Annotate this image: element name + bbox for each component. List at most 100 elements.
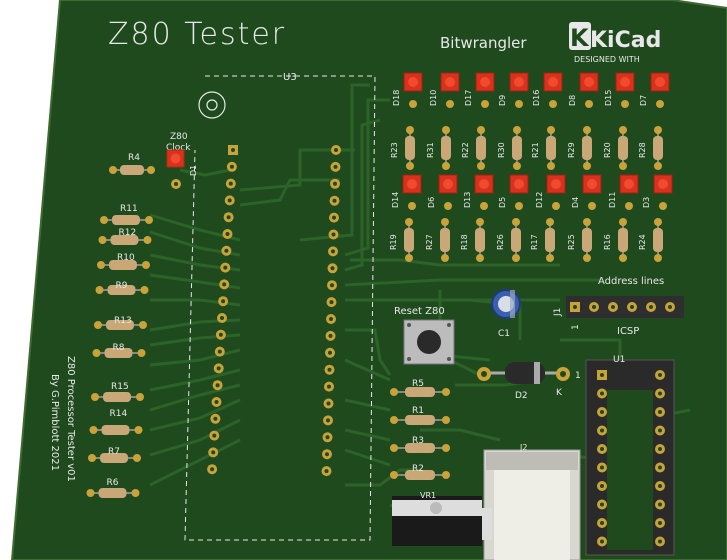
icsp-pin [665,302,675,312]
resistor [582,218,592,262]
resistor-left [95,285,149,295]
led [546,174,566,210]
led [475,72,495,108]
led [474,174,494,210]
icsp-pin [646,302,656,312]
resistor [546,126,556,170]
u3-pad-right [331,145,341,155]
led-label: D16 [532,90,541,106]
u3-pad-left [208,447,219,458]
u1-pin [597,536,607,547]
u3-pad-right [329,212,339,223]
d2-k-label: K [556,388,563,398]
author-tag: Bitwrangler [440,34,527,52]
diode-d2 [477,362,570,384]
u3-pad-left [209,430,220,441]
resistor-left-label: R12 [119,228,137,238]
led [579,72,599,108]
j2-label: J2 [519,443,527,452]
u3-pad-right [327,263,338,274]
led [509,174,529,210]
u1-pin [655,388,665,399]
led-label: D7 [639,95,648,106]
kicad-logo-subtext: DESIGNED WITH [574,55,640,64]
resistor-left-label: R9 [116,281,128,291]
resistor-left-label: R15 [111,382,129,392]
resistor-left [88,453,141,463]
resistor [511,218,521,262]
led-label: D18 [392,90,401,106]
u3-pin1-marker [198,91,226,119]
led-label: D13 [463,192,472,208]
svg-text:K: K [570,24,590,52]
u3-pad-left [221,245,232,256]
led-label: D8 [568,95,577,106]
u3-pad-left [215,329,226,340]
led [402,174,422,210]
led [615,72,635,108]
resistor-mid [390,415,450,425]
u3-pad-left [210,413,221,424]
resistor-label: R27 [425,234,434,250]
icsp-pin [608,302,618,312]
u1-label: U1 [613,355,625,365]
u3-pad-right [328,229,339,240]
z80-clock-label-line1: Z80 [170,132,188,142]
u3-pad-right [325,330,336,341]
resistor-label: R17 [530,234,539,250]
clock-led [166,149,185,189]
icsp-pin [627,302,637,312]
resistor-mid-label: R1 [412,406,424,416]
u3-pad-left [226,161,237,172]
u1-pin [655,518,665,528]
u3-pad-right [329,195,340,206]
u3-outline [184,75,376,541]
u3-pad-left [228,145,238,155]
resistor-left-label: R7 [108,447,120,457]
u3-pad-right [324,364,335,375]
u1-pin [655,444,665,454]
u3-label: U3 [283,72,297,83]
led [509,72,529,108]
resistor-label: R23 [390,142,399,158]
address-lines-label: Address lines [598,276,664,287]
led [650,72,670,108]
led-label: D6 [427,197,436,208]
board-title: Z80 Tester [108,17,286,52]
resistor-mid-label: R3 [412,436,424,446]
u1-pin [597,481,607,491]
u3-pad-left [218,296,229,307]
reset-button [403,319,455,365]
led-label: D11 [608,192,617,208]
j1-label: J1 [553,308,563,317]
resistor [582,126,592,170]
u3-pad-right [330,178,340,189]
resistor-mid-label: R2 [412,464,424,474]
resistor [441,126,451,170]
resistor-left-label: R6 [107,478,119,488]
u1-pin [597,407,607,417]
u1-pin [655,407,665,417]
u3-pad-right [326,314,336,324]
resistor-mid-label: R5 [412,379,424,389]
icsp-pin1-label: 1 [571,324,581,330]
resistor-left [91,392,144,402]
resistor-mid [390,470,450,480]
resistor [618,218,628,262]
u1-pin [597,518,607,528]
resistor-left-label: R13 [114,316,132,326]
resistor-left [89,425,143,435]
u3-pad-right [322,449,332,460]
resistor-left [94,320,147,330]
icsp-pin [570,302,580,312]
led-label: D4 [571,197,580,208]
resistor-left [92,348,146,358]
kicad-logo: K KiCad DESIGNED WITH [569,22,661,64]
resistor-label: R30 [497,142,506,158]
led-label: D9 [498,95,507,106]
led [543,72,563,108]
